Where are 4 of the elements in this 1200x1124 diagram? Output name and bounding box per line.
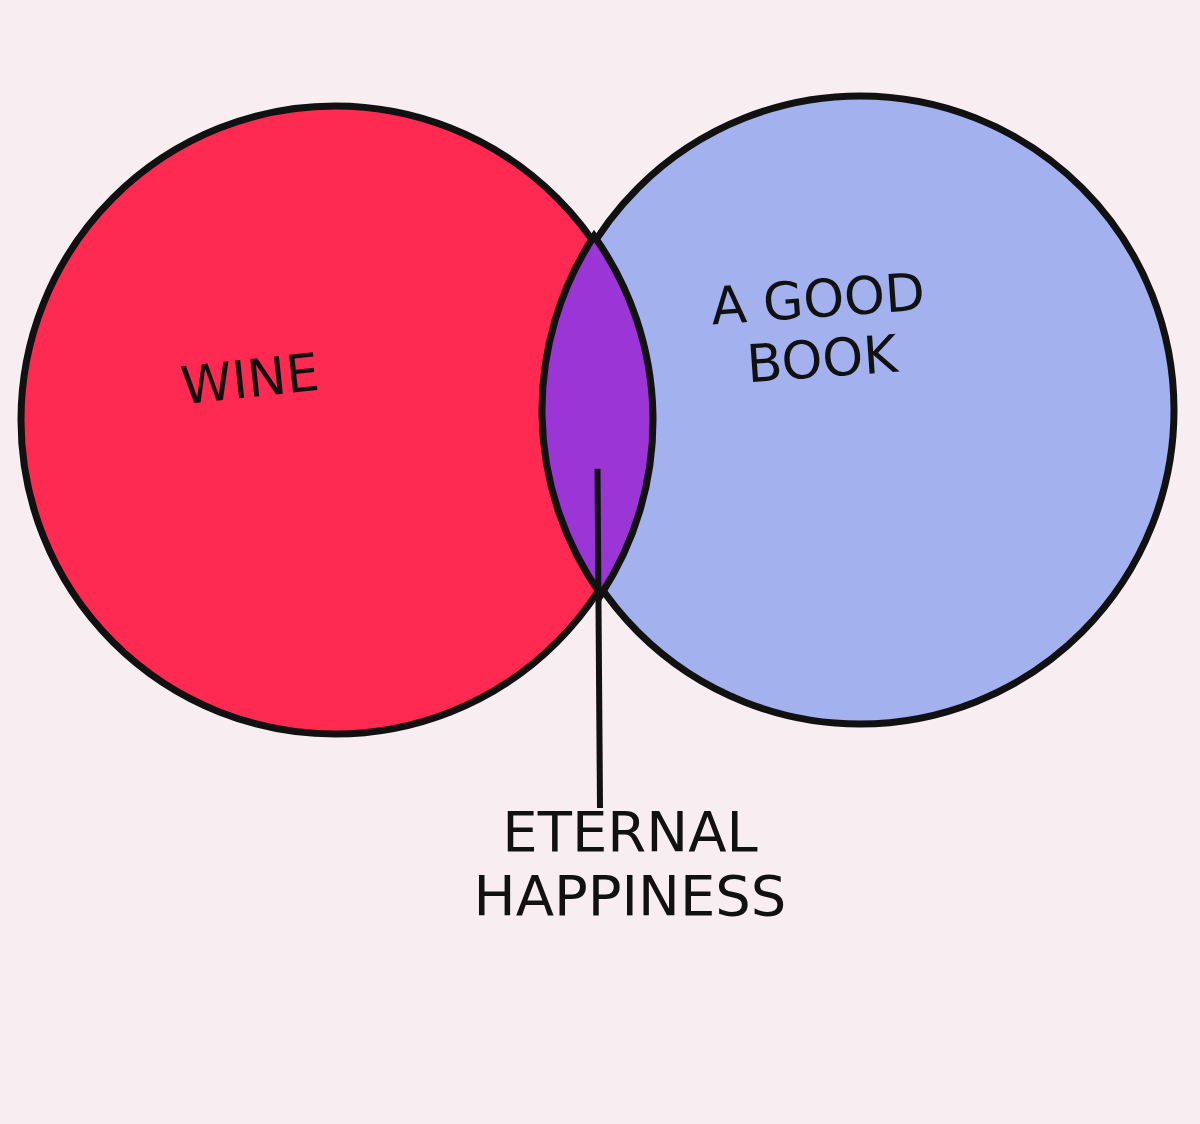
circle-label: A GOOD BOOK — [707, 260, 928, 396]
circle-label: WINE — [176, 340, 323, 419]
leader-line — [594, 468, 603, 809]
callout-text: ETERNAL HAPPINESS — [472, 800, 788, 929]
